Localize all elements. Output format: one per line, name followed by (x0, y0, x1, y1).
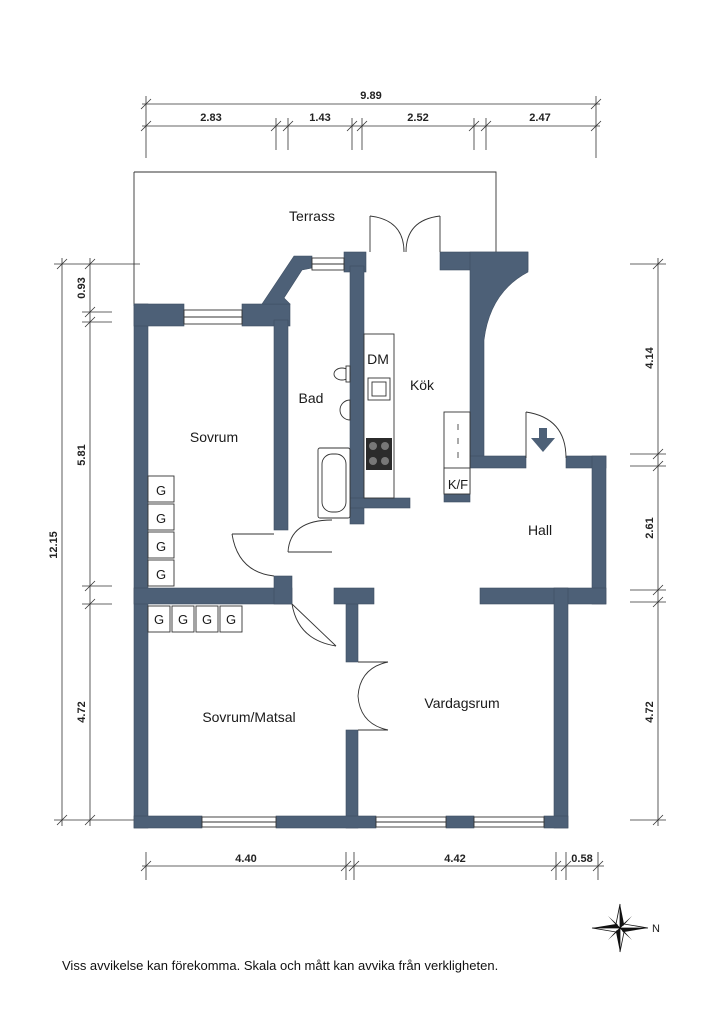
dim-left-2: 5.81 (76, 444, 88, 465)
dim-left-3: 4.72 (76, 701, 88, 722)
compass-rose-icon (591, 903, 649, 953)
disclaimer-text: Viss avvikelse kan förekomma. Skala och … (62, 958, 499, 973)
dim-left-total: 12.15 (48, 531, 60, 559)
compass-north-label: N (652, 923, 660, 935)
wardrobe-label: G (178, 612, 188, 627)
dim-top-1: 2.83 (200, 112, 221, 124)
room-label-kok: Kök (410, 377, 435, 393)
terrace-outline (133, 171, 497, 306)
kitchen-fixtures (363, 333, 471, 499)
wardrobe-label: G (156, 539, 166, 554)
wardrobe-label: G (156, 511, 166, 526)
room-label-terrass: Terrass (289, 208, 335, 224)
dim-bottom-1: 4.40 (235, 853, 256, 865)
room-label-sovrum-matsal: Sovrum/Matsal (202, 709, 295, 725)
windows (183, 257, 545, 828)
room-label-dm: DM (367, 351, 389, 367)
dim-right-1: 4.14 (644, 346, 656, 368)
dim-right-3: 4.72 (644, 701, 656, 722)
wardrobes (147, 475, 243, 633)
dim-top-total: 9.89 (360, 90, 381, 102)
dimension-lines (54, 96, 666, 880)
wardrobe-label: G (156, 567, 166, 582)
room-label-sovrum: Sovrum (190, 429, 238, 445)
dim-top-4: 2.47 (529, 112, 550, 124)
dim-top-2: 1.43 (309, 112, 330, 124)
dim-bottom-3: 0.58 (571, 853, 592, 865)
walls (133, 251, 607, 829)
room-label-bad: Bad (299, 390, 324, 406)
wardrobe-label: G (156, 483, 166, 498)
entrance-arrow-icon (531, 428, 555, 452)
dim-bottom-2: 4.42 (444, 853, 465, 865)
room-label-hall: Hall (528, 522, 552, 538)
room-label-vardagsrum: Vardagsrum (424, 695, 499, 711)
dim-right-2: 2.61 (644, 517, 656, 538)
wardrobe-label: G (202, 612, 212, 627)
doors (231, 215, 567, 731)
wardrobe-label: G (226, 612, 236, 627)
wardrobe-label: G (154, 612, 164, 627)
dim-top-3: 2.52 (407, 112, 428, 124)
room-label-kf: K/F (448, 477, 468, 492)
dim-left-1: 0.93 (76, 277, 88, 298)
bathroom-fixtures (317, 365, 351, 519)
